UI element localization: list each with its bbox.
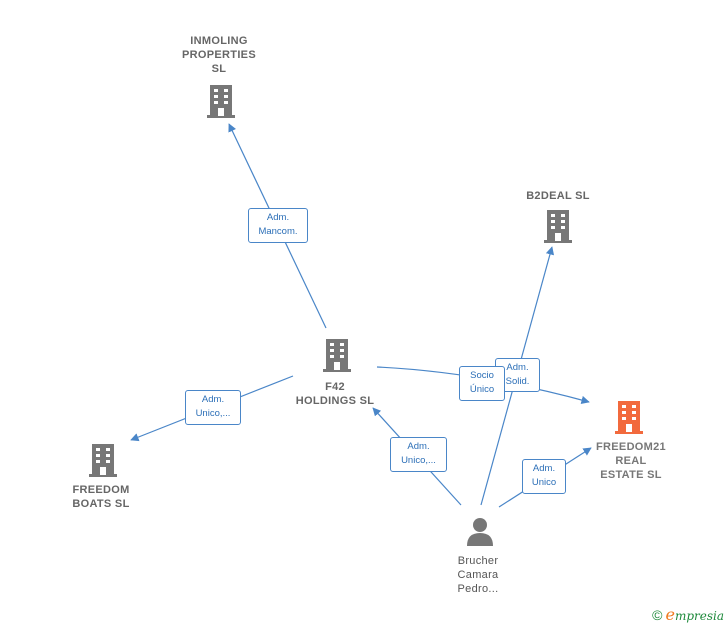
node-label-inmoling-properties[interactable]: INMOLING PROPERTIES SL — [182, 35, 256, 75]
edge-label-adm-unico-freedom21[interactable]: Adm. Unico — [522, 459, 566, 494]
building-icon-focus — [615, 401, 643, 434]
brand-name: mpresia — [674, 609, 724, 623]
copyright-icon: © — [652, 606, 663, 623]
edge-label-adm-mancom[interactable]: Adm. Mancom. — [248, 208, 308, 243]
edge-label-adm-unico-f42[interactable]: Adm. Unico,... — [390, 437, 447, 472]
node-label-freedom-boats[interactable]: FREEDOM BOATS SL — [72, 484, 130, 510]
building-icon — [207, 85, 235, 118]
empresia-brand: © empresia — [652, 605, 724, 624]
node-label-b2deal[interactable]: B2DEAL SL — [526, 190, 590, 202]
person-icon — [467, 518, 493, 546]
building-icon — [89, 444, 117, 477]
brand-initial: e — [665, 605, 675, 624]
node-label-brucher-camara-pedro[interactable]: Brucher Camara Pedro... — [457, 555, 499, 595]
node-label-f42-holdings[interactable]: F42 HOLDINGS SL — [295, 381, 375, 407]
building-icon — [323, 339, 351, 372]
edge-label-adm-unico-boats[interactable]: Adm. Unico,... — [185, 390, 241, 425]
edge-label-socio-unico[interactable]: Socio Único — [459, 366, 505, 401]
node-label-freedom21-real-estate[interactable]: FREEDOM21 REAL ESTATE SL — [596, 441, 666, 481]
building-icon — [544, 210, 572, 243]
